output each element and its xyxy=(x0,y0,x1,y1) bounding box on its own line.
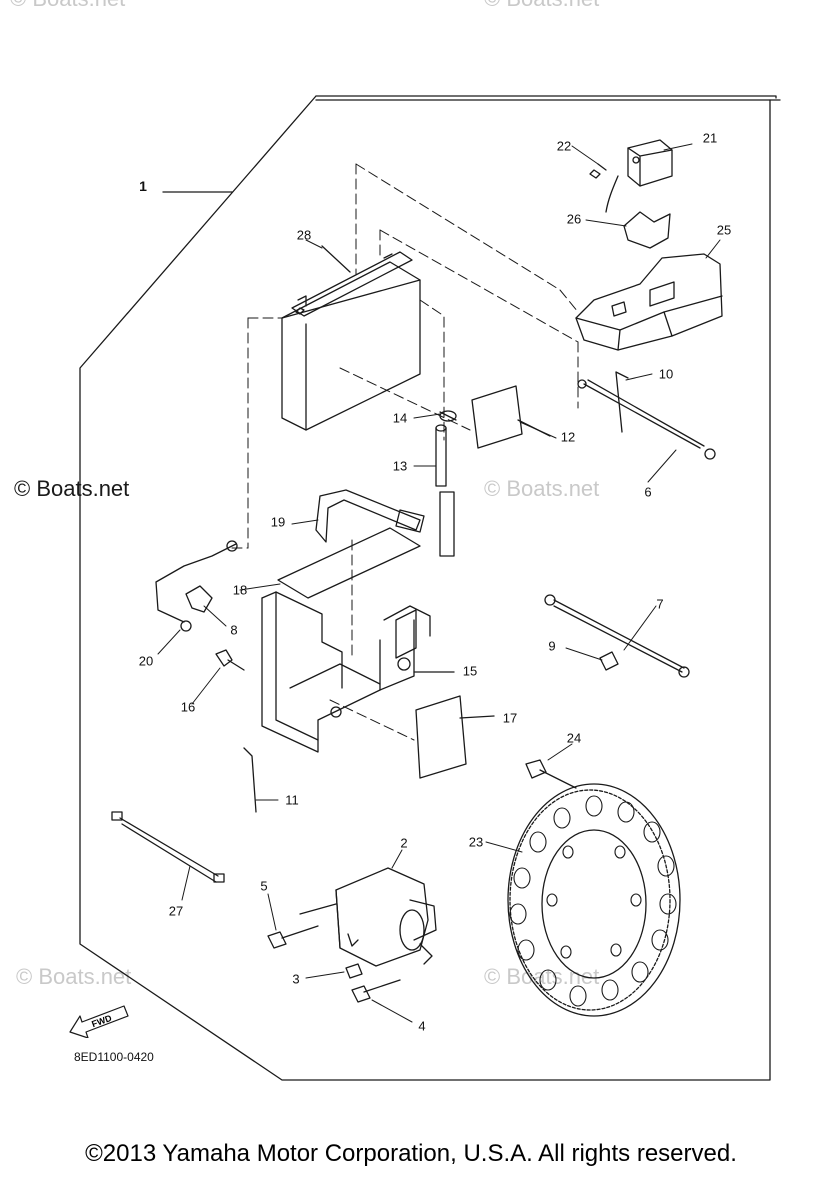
watermark-top-right: © Boats.net xyxy=(484,0,599,12)
callout-6: 6 xyxy=(644,484,652,500)
bolt-16 xyxy=(215,649,245,671)
callout-20: 20 xyxy=(138,653,154,669)
callout-28: 28 xyxy=(296,227,312,243)
callout-1: 1 xyxy=(139,178,147,194)
assembly-boundary xyxy=(79,95,777,1081)
cable-27 xyxy=(111,811,225,883)
watermark-bottom-center: © Boats.net xyxy=(484,964,600,989)
callout-17: 17 xyxy=(502,710,518,726)
rod-11 xyxy=(243,747,257,813)
battery-band xyxy=(315,489,421,543)
relay-bracket xyxy=(623,211,671,249)
callout-15: 15 xyxy=(462,663,478,679)
callout-27: 27 xyxy=(168,903,184,919)
callout-11: 11 xyxy=(285,792,299,808)
bolt-5 xyxy=(267,925,319,949)
starter-motor xyxy=(299,867,437,967)
clip-8 xyxy=(185,585,213,613)
callout-14: 14 xyxy=(392,410,408,426)
bolt-4 xyxy=(351,979,401,1003)
callout-16: 16 xyxy=(180,699,196,715)
callout-22: 22 xyxy=(556,138,572,154)
callout-25: 25 xyxy=(716,222,732,238)
watermark-bottom-left: © Boats.net xyxy=(16,964,132,989)
callout-3: 3 xyxy=(292,971,300,987)
breather-tube xyxy=(435,410,457,557)
rubber-sheet xyxy=(415,695,467,779)
callout-19: 19 xyxy=(270,514,286,530)
callout-18: 18 xyxy=(232,582,248,598)
bolt-24 xyxy=(525,759,577,789)
ring-gear xyxy=(507,783,681,1017)
callout-21: 21 xyxy=(702,130,718,146)
callout-5: 5 xyxy=(260,878,268,894)
diagram-code: 8ED1100-0420 xyxy=(74,1050,154,1064)
callout-13: 13 xyxy=(392,458,408,474)
battery-cover xyxy=(575,253,723,351)
ring-gear-holes xyxy=(509,795,677,1007)
callout-24: 24 xyxy=(566,730,582,746)
callout-2: 2 xyxy=(400,835,408,851)
callout-12: 12 xyxy=(560,429,576,445)
callout-7: 7 xyxy=(656,596,664,612)
watermark-top-left: © Boats.net xyxy=(10,0,125,12)
battery xyxy=(281,251,421,431)
watermark-mid-center: © Boats.net xyxy=(484,476,600,501)
battery-sheet xyxy=(471,385,523,449)
cable-20 xyxy=(155,540,238,632)
callout-8: 8 xyxy=(230,622,238,638)
starter-relay xyxy=(589,139,673,213)
callout-10: 10 xyxy=(658,366,674,382)
watermark-mid-left: © Boats.net xyxy=(14,476,130,501)
copyright-text: ©2013 Yamaha Motor Corporation, U.S.A. A… xyxy=(85,1140,737,1167)
callout-4: 4 xyxy=(418,1018,426,1034)
nut-3 xyxy=(345,963,363,979)
fwd-label: FWD xyxy=(90,1013,113,1030)
callout-9: 9 xyxy=(548,638,556,654)
battery-plate xyxy=(277,527,421,599)
fwd-arrow-icon: FWD xyxy=(69,1005,129,1038)
callout-23: 23 xyxy=(468,834,484,850)
cable-7 xyxy=(544,594,690,678)
battery-box xyxy=(261,591,431,753)
callout-26: 26 xyxy=(566,211,582,227)
leader-lines xyxy=(157,143,721,1023)
cable-6-10 xyxy=(577,371,716,460)
